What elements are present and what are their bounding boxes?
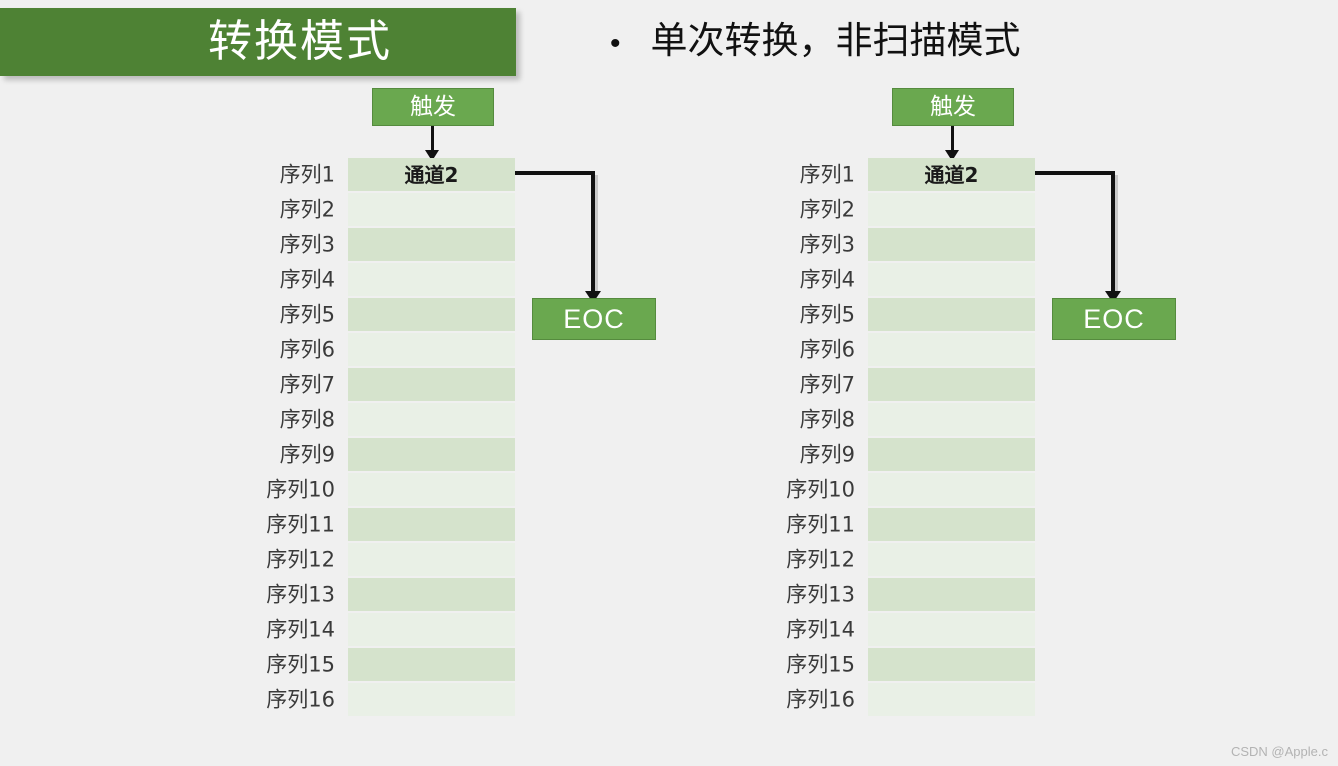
sequence-label: 序列11 (786, 512, 855, 536)
sequence-label: 序列13 (786, 582, 855, 606)
sequence-label: 序列13 (266, 582, 335, 606)
table-row[interactable]: 序列15 (266, 648, 515, 681)
table-row[interactable]: 序列7 (800, 368, 1035, 401)
table-row[interactable]: 序列12 (786, 543, 1035, 576)
table-row[interactable]: 序列5 (800, 298, 1035, 331)
table-row[interactable]: 序列3 (800, 228, 1035, 261)
trigger-label: 触发 (930, 93, 976, 120)
table-row[interactable]: 序列1 通道2 (800, 158, 1035, 191)
bullet-line: • 单次转换，非扫描模式 (610, 19, 1021, 63)
sequence-label: 序列2 (279, 197, 335, 221)
eoc-box-right[interactable]: EOC (1052, 298, 1176, 340)
trigger-arrow-shaft-right (951, 126, 954, 152)
sequence-label: 序列16 (786, 687, 855, 711)
sequence-label: 序列5 (799, 302, 855, 326)
sequence-table-left: 序列1 通道2 序列2 序列3 序列4 序列5 序列6 序列7 序列8 序列9 序列10 序列11 序列… (266, 158, 515, 718)
sequence-label: 序列1 (279, 162, 335, 186)
trigger-box-left[interactable]: 触发 (372, 88, 494, 126)
table-row[interactable]: 序列2 (800, 193, 1035, 226)
table-row[interactable]: 序列6 (280, 333, 515, 366)
eoc-connector-horizontal-right (1035, 171, 1115, 175)
eoc-box-left[interactable]: EOC (532, 298, 656, 340)
sequence-label: 序列3 (279, 232, 335, 256)
sequence-label: 序列14 (266, 617, 335, 641)
table-row[interactable]: 序列16 (266, 683, 515, 716)
page-title: 转换模式 (208, 16, 392, 67)
sequence-label: 序列9 (279, 442, 335, 466)
watermark: CSDN @Apple.c (1230, 744, 1328, 759)
sequence-label: 序列6 (279, 337, 335, 361)
eoc-connector-shadow-right (1115, 175, 1118, 295)
sequence-label: 序列10 (266, 477, 335, 501)
sequence-label: 序列2 (799, 197, 855, 221)
sequence-label: 序列14 (786, 617, 855, 641)
table-row[interactable]: 序列14 (266, 613, 515, 646)
bullet-marker-icon: • (610, 27, 621, 60)
table-row[interactable]: 序列15 (786, 648, 1035, 681)
table-row[interactable]: 序列4 (280, 263, 515, 296)
sequence-label: 序列15 (786, 652, 855, 676)
sequence-label: 序列12 (786, 547, 855, 571)
table-row[interactable]: 序列13 (786, 578, 1035, 611)
bullet-text: 单次转换，非扫描模式 (650, 19, 1021, 62)
table-row[interactable]: 序列10 (266, 473, 515, 506)
sequence-label: 序列9 (799, 442, 855, 466)
diagram-right: 触发序列1 通道2 序列2 序列3 序列4 序列5 序列6 序列7 序列8 序列9 序列10 序列11… (775, 0, 1335, 766)
sequence-label: 序列3 (799, 232, 855, 256)
sequence-label: 序列10 (786, 477, 855, 501)
table-row[interactable]: 序列13 (266, 578, 515, 611)
table-row[interactable]: 序列11 (786, 508, 1035, 541)
title-banner: 转换模式 (0, 8, 516, 76)
table-row[interactable]: 序列11 (266, 508, 515, 541)
table-row[interactable]: 序列5 (280, 298, 515, 331)
sequence-label: 序列8 (279, 407, 335, 431)
eoc-connector-vertical-left (591, 171, 595, 295)
table-row[interactable]: 序列16 (786, 683, 1035, 716)
sequence-label: 序列5 (279, 302, 335, 326)
table-row[interactable]: 序列2 (280, 193, 515, 226)
eoc-label: EOC (563, 303, 625, 334)
table-row[interactable]: 序列8 (800, 403, 1035, 436)
trigger-label: 触发 (410, 93, 456, 120)
sequence-label: 序列4 (799, 267, 855, 291)
sequence-label: 序列4 (279, 267, 335, 291)
sequence-label: 序列1 (799, 162, 855, 186)
table-row[interactable]: 序列9 (280, 438, 515, 471)
table-row[interactable]: 序列12 (266, 543, 515, 576)
table-row[interactable]: 序列7 (280, 368, 515, 401)
sequence-label: 序列16 (266, 687, 335, 711)
sequence-label: 序列8 (799, 407, 855, 431)
table-row[interactable]: 序列14 (786, 613, 1035, 646)
table-row[interactable]: 序列3 (280, 228, 515, 261)
table-row[interactable]: 序列4 (800, 263, 1035, 296)
table-row[interactable]: 序列1 通道2 (280, 158, 515, 191)
sequence-label: 序列7 (799, 372, 855, 396)
trigger-arrow-head-left (425, 150, 439, 161)
sequence-table-right: 序列1 通道2 序列2 序列3 序列4 序列5 序列6 序列7 序列8 序列9 序列10 序列11 序列… (786, 158, 1035, 718)
table-row[interactable]: 序列10 (786, 473, 1035, 506)
channel-cell: 通道2 (404, 162, 459, 187)
sequence-label: 序列11 (266, 512, 335, 536)
sequence-label: 序列15 (266, 652, 335, 676)
sequence-label: 序列12 (266, 547, 335, 571)
sequence-label: 序列6 (799, 337, 855, 361)
trigger-arrow-head-right (945, 150, 959, 161)
trigger-arrow-shaft-left (431, 126, 434, 152)
eoc-connector-horizontal-left (515, 171, 595, 175)
diagram-left: 触发序列1 通道2 序列2 序列3 序列4 序列5 序列6 序列7 序列8 序列9 序列10 序列11… (255, 0, 815, 766)
table-row[interactable]: 序列9 (800, 438, 1035, 471)
channel-cell: 通道2 (924, 162, 979, 187)
eoc-label: EOC (1083, 303, 1145, 334)
eoc-connector-vertical-right (1111, 171, 1115, 295)
sequence-label: 序列7 (279, 372, 335, 396)
trigger-box-right[interactable]: 触发 (892, 88, 1014, 126)
eoc-connector-shadow-left (595, 175, 598, 295)
table-row[interactable]: 序列8 (280, 403, 515, 436)
table-row[interactable]: 序列6 (800, 333, 1035, 366)
